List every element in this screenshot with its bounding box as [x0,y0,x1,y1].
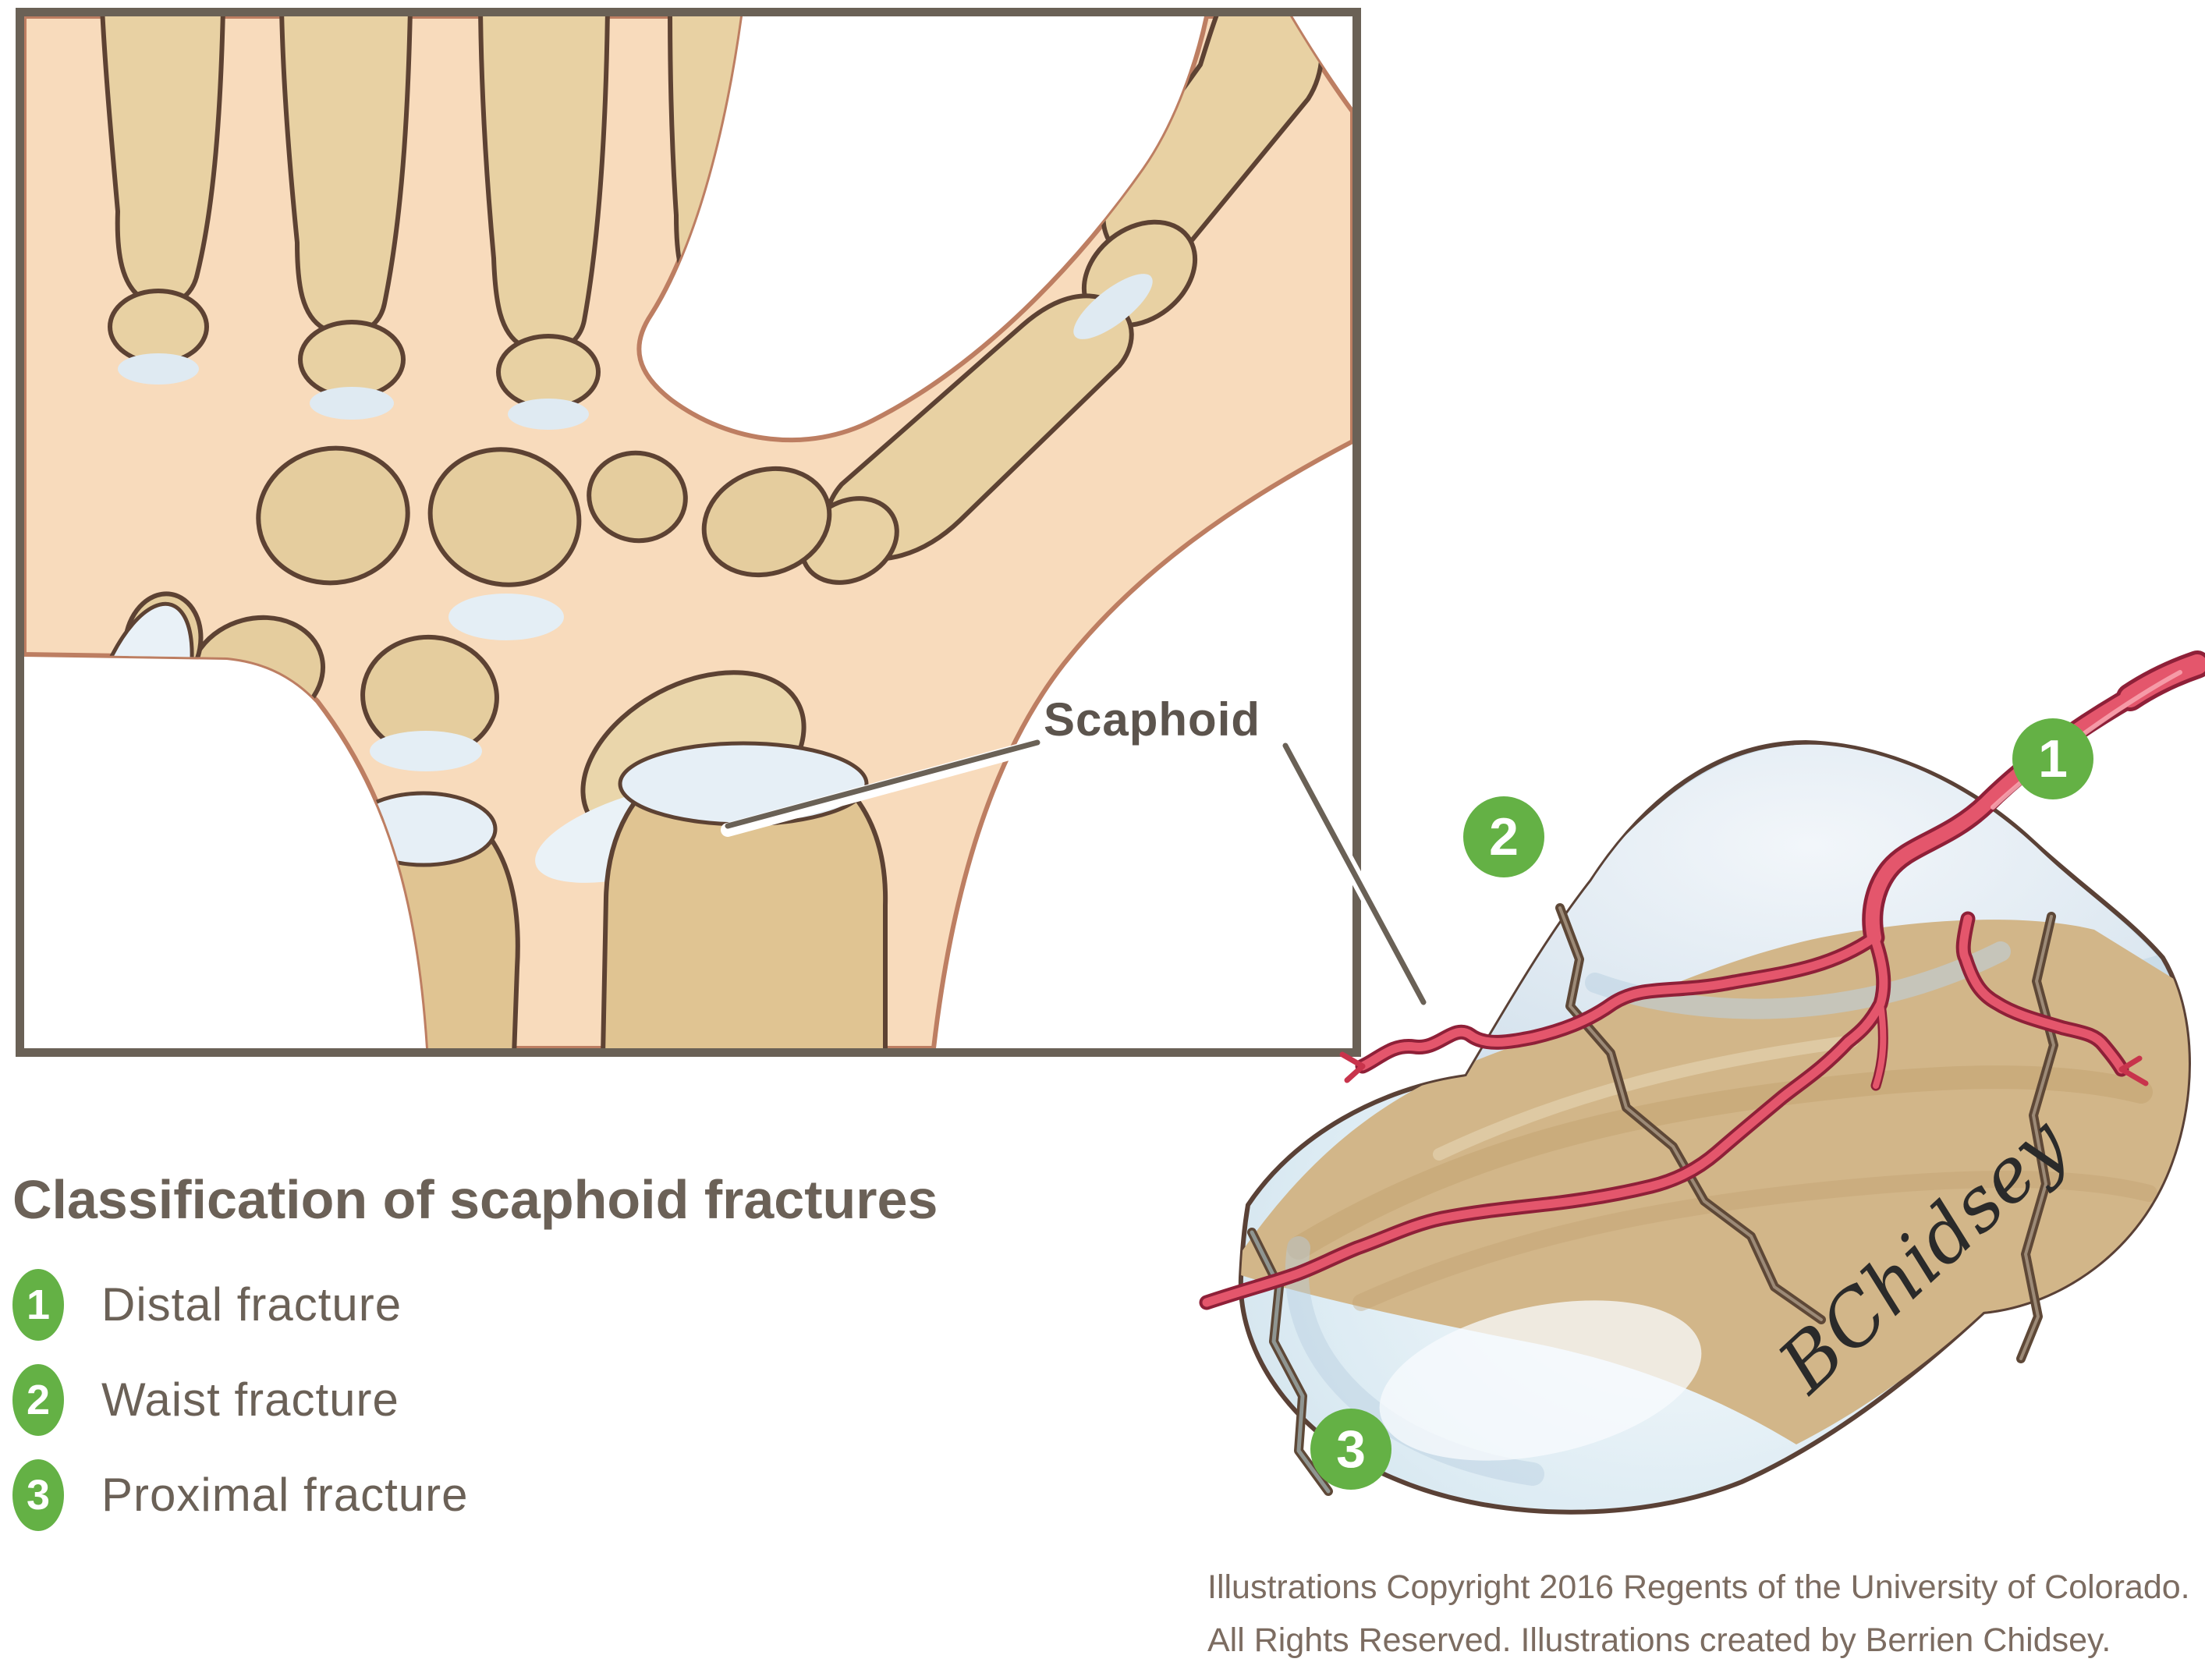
marker-number: 3 [1336,1419,1366,1479]
legend-item-label: Proximal fracture [101,1469,469,1521]
copyright-line-2: All Rights Reserved. Illustrations creat… [1207,1621,2111,1659]
legend-item-distal: 1 Distal fracture [12,1268,1182,1341]
legend-item-waist: 2 Waist fracture [12,1363,1182,1436]
legend-item-label: Waist fracture [101,1373,399,1426]
marker-badge-3: 3 [1310,1409,1391,1490]
thumb-bones [799,16,1324,585]
marker-badge-2: 2 [1463,796,1544,877]
legend-badge-3: 3 [12,1458,64,1531]
scaphoid-figure: BChidsey [1199,650,2205,1515]
scaphoid-label: Scaphoid [1044,693,1261,746]
copyright-footer: Illustrations Copyright 2016 Regents of … [1207,1561,2202,1668]
marker-number: 1 [2038,729,2068,789]
bone-tan-band [1240,920,2189,1444]
wrist-illustration [24,16,1352,1048]
scaphoid-bone-illustration: BChidsey [1199,650,2205,1515]
marker-number: 2 [1489,807,1519,867]
thumb-joint-cartilage [1073,274,1153,339]
legend-title: Classification of scaphoid fractures [12,1169,938,1230]
cartilage-highlight [1379,1300,1702,1461]
copyright-line-1: Illustrations Copyright 2016 Regents of … [1207,1568,2190,1606]
legend: Classification of scaphoid fractures 1 D… [12,1168,1182,1531]
marker-badge-1: 1 [2012,718,2093,799]
legend-badge-2: 2 [12,1363,64,1436]
legend-badge-1: 1 [12,1268,64,1341]
legend-items: 1 Distal fracture 2 Waist fracture 3 Pro… [12,1268,1182,1531]
legend-item-label: Distal fracture [101,1278,402,1331]
legend-item-proximal: 3 Proximal fracture [12,1458,1182,1531]
wrist-inset-box [16,8,1361,1057]
